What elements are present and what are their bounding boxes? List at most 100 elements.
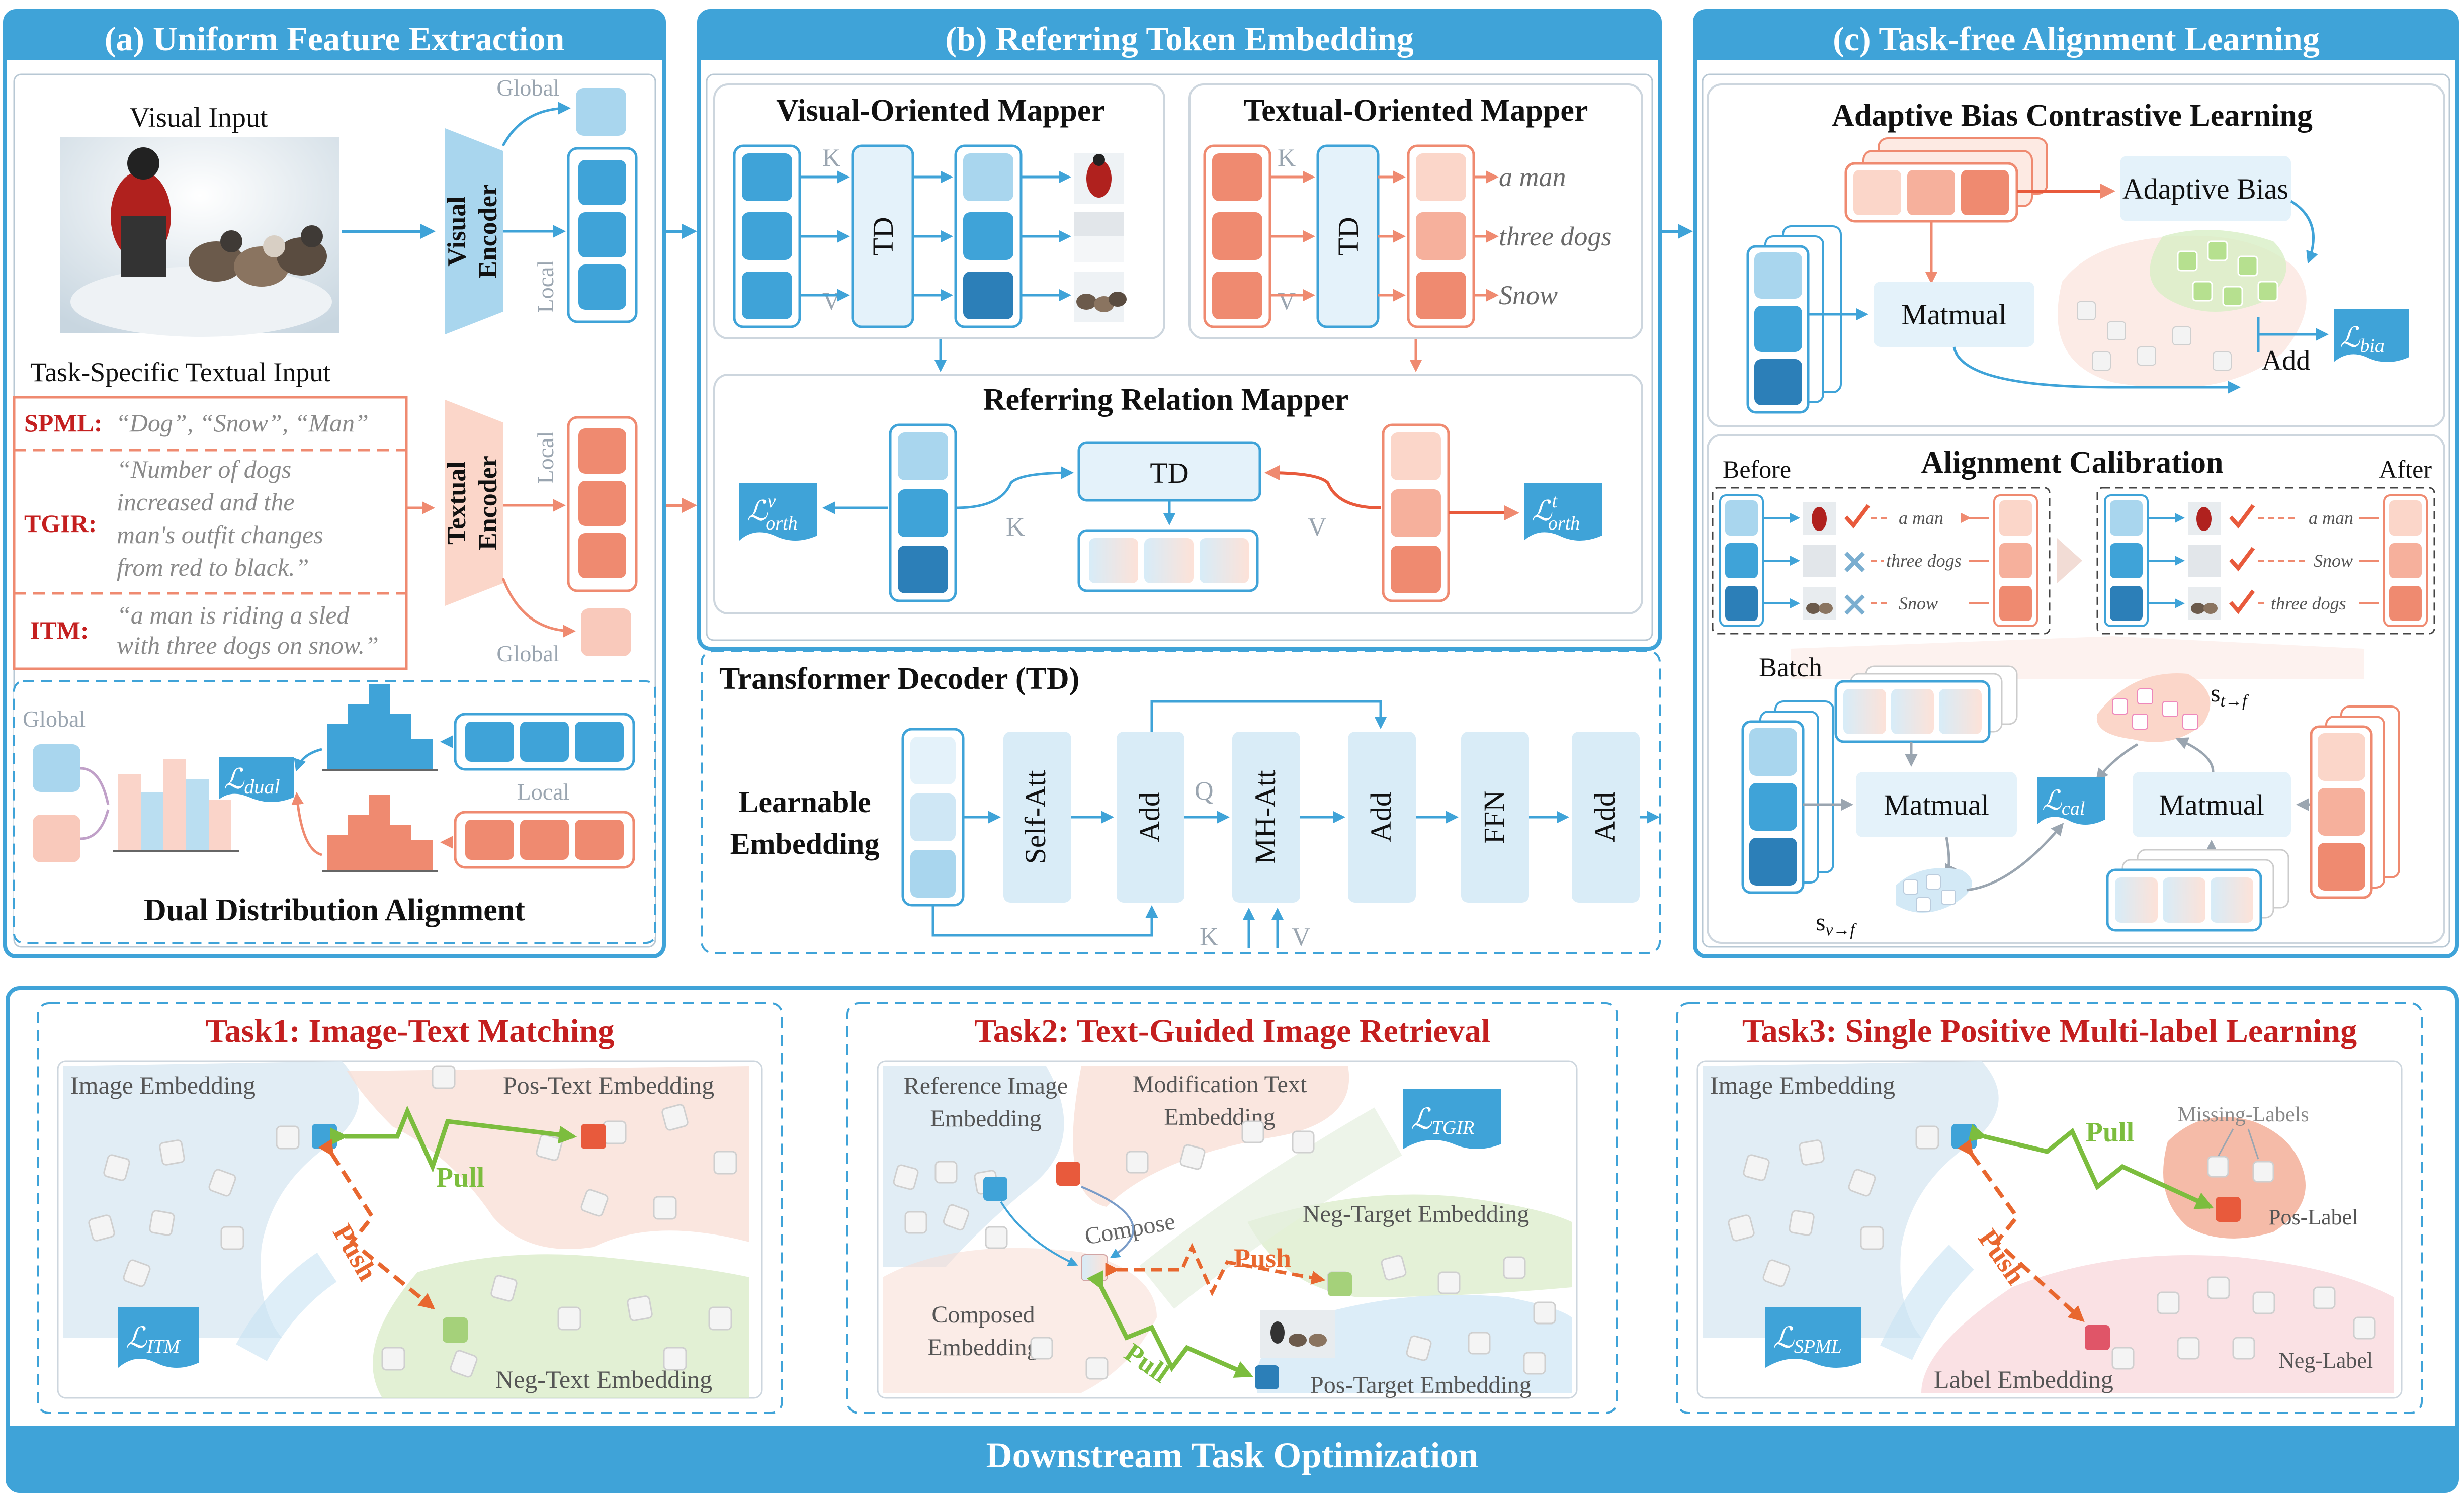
panel-c: (c) Task-free Alignment Learning Adaptiv… bbox=[1693, 9, 2459, 958]
blue-histogram bbox=[322, 684, 438, 771]
svg-text:a man: a man bbox=[1899, 508, 1943, 528]
svg-text:Snow: Snow bbox=[2314, 551, 2353, 571]
svg-text:TD: TD bbox=[867, 217, 899, 255]
itm-text: “a man is riding a sled with three dogs … bbox=[117, 601, 379, 659]
svg-text:ℒTGIR: ℒTGIR bbox=[1411, 1103, 1474, 1138]
svg-text:Snow: Snow bbox=[1899, 593, 1938, 613]
svg-text:Add: Add bbox=[1133, 792, 1166, 842]
mixed-histogram bbox=[113, 759, 239, 852]
loss-tgir: ℒTGIR bbox=[1403, 1089, 1501, 1149]
svg-text:Neg-Label: Neg-Label bbox=[2278, 1348, 2373, 1373]
loss-itm: ℒITM bbox=[118, 1307, 199, 1368]
svg-text:K: K bbox=[822, 143, 840, 171]
svg-text:Pull: Pull bbox=[2086, 1117, 2134, 1148]
crop-man bbox=[1074, 153, 1124, 204]
matmual-top: Matmual bbox=[1901, 298, 2006, 331]
svg-text:ℒbia: ℒbia bbox=[2340, 322, 2385, 357]
caption-1: three dogs bbox=[1499, 221, 1611, 251]
before-label: Before bbox=[1723, 455, 1791, 483]
svg-text:three dogs: three dogs bbox=[1886, 551, 1962, 571]
caption-0: a man bbox=[1499, 162, 1566, 192]
svg-text:Image Embedding: Image Embedding bbox=[70, 1071, 256, 1099]
svg-text:Add: Add bbox=[1365, 792, 1397, 842]
target-photo bbox=[1260, 1310, 1335, 1358]
ac-title: Alignment Calibration bbox=[1921, 446, 2223, 480]
svg-text:Label Embedding: Label Embedding bbox=[1934, 1365, 2113, 1393]
svg-text:ℒdual: ℒdual bbox=[224, 764, 280, 798]
caption-2: Snow bbox=[1499, 280, 1558, 310]
crop-snow bbox=[1074, 212, 1124, 262]
loss-bia: ℒbia bbox=[2334, 309, 2409, 362]
svg-text:TD: TD bbox=[1332, 217, 1365, 255]
svg-text:TD: TD bbox=[1150, 457, 1188, 489]
panel-a-title: (a) Uniform Feature Extraction bbox=[105, 20, 565, 58]
task1-title: Task1: Image-Text Matching bbox=[206, 1013, 615, 1049]
svg-text:Pos-Text Embedding: Pos-Text Embedding bbox=[503, 1071, 714, 1099]
tom-title: Textual-Oriented Mapper bbox=[1244, 94, 1588, 128]
dual-local-label: Local bbox=[517, 779, 570, 805]
svg-text:Neg-Target Embedding: Neg-Target Embedding bbox=[1303, 1201, 1529, 1227]
svg-text:V: V bbox=[1308, 513, 1327, 542]
svg-text:FFN: FFN bbox=[1478, 790, 1510, 844]
visual-input-label: Visual Input bbox=[129, 102, 268, 133]
svg-text:Self-Att: Self-Att bbox=[1019, 770, 1052, 864]
matmual-left: Matmual bbox=[1884, 788, 1989, 821]
svg-text:ℒITM: ℒITM bbox=[126, 1321, 181, 1357]
panel-b-title: (b) Referring Token Embedding bbox=[945, 20, 1413, 58]
rrm-title: Referring Relation Mapper bbox=[983, 383, 1349, 417]
svg-text:K: K bbox=[1278, 143, 1296, 171]
task2-title: Task2: Text-Guided Image Retrieval bbox=[974, 1013, 1490, 1049]
orange-histogram bbox=[322, 795, 438, 872]
svg-text:VisualEncoder: VisualEncoder bbox=[443, 184, 502, 279]
itm-label: ITM: bbox=[30, 616, 89, 644]
batch-label: Batch bbox=[1759, 652, 1822, 682]
matmual-right: Matmual bbox=[2159, 788, 2264, 821]
panel-c-title: (c) Task-free Alignment Learning bbox=[1833, 20, 2320, 58]
svg-text:V: V bbox=[1292, 923, 1311, 951]
local-label-bottom: Local bbox=[533, 431, 558, 484]
svg-text:Pos-Target Embedding: Pos-Target Embedding bbox=[1310, 1372, 1532, 1398]
spml-text: “Dog”, “Snow”, “Man” bbox=[116, 409, 369, 437]
svg-text:MH-Att: MH-Att bbox=[1249, 770, 1282, 864]
vom-title: Visual-Oriented Mapper bbox=[776, 94, 1105, 128]
svg-text:a man: a man bbox=[2309, 508, 2353, 528]
s-tf: st→f bbox=[2211, 679, 2249, 711]
svg-text:Push: Push bbox=[1234, 1243, 1291, 1273]
svg-text:ℒcal: ℒcal bbox=[2042, 785, 2085, 819]
svg-text:Add: Add bbox=[1588, 792, 1621, 842]
local-label-top: Local bbox=[533, 260, 558, 313]
crop-dogs bbox=[1074, 272, 1127, 322]
panel-a: (a) Uniform Feature Extraction Visual In… bbox=[3, 9, 666, 958]
svg-text:V: V bbox=[1278, 287, 1296, 315]
bottom-section: Downstream Task Optimization Task1: Imag… bbox=[6, 986, 2459, 1493]
loss-spml: ℒSPML bbox=[1765, 1307, 1861, 1368]
visual-encoder bbox=[445, 128, 503, 334]
dual-global-label: Global bbox=[23, 706, 86, 732]
svg-text:Pull: Pull bbox=[436, 1162, 484, 1193]
tgir-text: “Number of dogs increased and the man's … bbox=[117, 455, 329, 581]
svg-text:K: K bbox=[1200, 923, 1219, 951]
dual-title: Dual Distribution Alignment bbox=[144, 893, 525, 927]
svg-text:Q: Q bbox=[1195, 777, 1214, 806]
svg-text:K: K bbox=[1006, 513, 1025, 542]
global-label-bottom: Global bbox=[496, 641, 559, 666]
add-label: Add bbox=[2262, 345, 2310, 376]
svg-text:TextualEncoder: TextualEncoder bbox=[443, 456, 502, 550]
bottom-title: Downstream Task Optimization bbox=[986, 1435, 1479, 1475]
adaptive-bias-box: Adaptive Bias bbox=[2122, 172, 2288, 205]
task3-title: Task3: Single Positive Multi-label Learn… bbox=[1742, 1013, 2357, 1049]
svg-text:three dogs: three dogs bbox=[2271, 593, 2346, 613]
s-vf: sv→f bbox=[1816, 908, 1857, 939]
loss-dual-badge: ℒdual bbox=[219, 757, 294, 802]
after-label: After bbox=[2379, 455, 2432, 483]
abcl-title: Adaptive Bias Contrastive Learning bbox=[1832, 99, 2313, 133]
global-label-top: Global bbox=[496, 75, 559, 101]
svg-text:Pos-Label: Pos-Label bbox=[2268, 1205, 2358, 1229]
